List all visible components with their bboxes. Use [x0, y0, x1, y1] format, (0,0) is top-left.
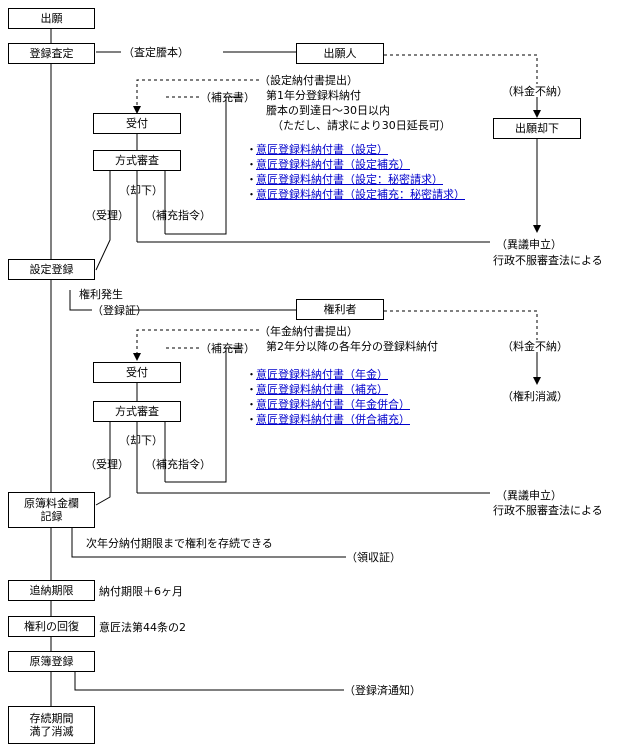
settei-nofu-line3: （ただし、請求により30日延長可）	[272, 119, 451, 132]
nenkin-nofu-title: （年金納付書提出）	[259, 325, 358, 338]
satei-tohon-label: （査定謄本）	[123, 46, 189, 59]
settei-nofu-title: （設定納付書提出）	[259, 74, 358, 87]
kenri-shometsu-label: （権利消滅）	[502, 390, 568, 403]
ryoshusho-label: （領収証）	[346, 551, 401, 564]
igi-moushitate2-label: （異議申立）	[496, 489, 562, 502]
kenri-hassei-label: 権利発生	[79, 288, 123, 301]
shutsuganin-box: 出願人	[296, 43, 384, 64]
kyakka2-label: （却下）	[119, 434, 163, 447]
juri2-label: （受理）	[85, 458, 129, 471]
toroku-satei-box: 登録査定	[8, 43, 95, 64]
link-nofusho-heigo-hoju[interactable]: 意匠登録料納付書（併合補充）	[256, 413, 410, 426]
juri1-label: （受理）	[85, 209, 129, 222]
link-nofusho-settei-hoju[interactable]: 意匠登録料納付書（設定補充）	[256, 158, 410, 171]
uketsuke1-box: 受付	[93, 113, 181, 134]
jinen-kigen-label: 次年分納付期限まで権利を存続できる	[86, 537, 273, 550]
kyakka1-label: （却下）	[119, 184, 163, 197]
link-nofusho-settei-himitsu[interactable]: 意匠登録料納付書（設定：秘密請求）	[256, 173, 443, 186]
ryokin-funo2-label: （料金不納）	[502, 340, 568, 353]
ishoho-44-label: 意匠法第44条の2	[99, 621, 186, 634]
igi-moushitate1-label: （異議申立）	[496, 238, 562, 251]
link-nofusho-hoju[interactable]: 意匠登録料納付書（補充）	[256, 383, 388, 396]
hoju-shirei1-label: （補充指令）	[145, 209, 211, 222]
tsuno-kigen-box: 追納期限	[8, 580, 95, 601]
shutsugan-box: 出願	[8, 8, 95, 29]
link-nofusho-settei[interactable]: 意匠登録料納付書（設定）	[256, 143, 388, 156]
settei-nofu-line2: 謄本の到達日～30日以内	[266, 104, 390, 117]
kenrisha-box: 権利者	[296, 299, 384, 320]
settei-toroku-box: 設定登録	[8, 259, 95, 280]
ryokin-funo2-line	[384, 311, 537, 340]
juri2-to-genbo	[96, 480, 110, 505]
link-nofusho-nenkin[interactable]: 意匠登録料納付書（年金）	[256, 368, 388, 381]
hoju-shirei2-label: （補充指令）	[145, 458, 211, 471]
sonzoku-manryo-box: 存続期間 満了消滅	[8, 706, 95, 744]
link-nofusho-settei-hoju-himitsu[interactable]: 意匠登録料納付書（設定補充：秘密請求）	[256, 188, 465, 201]
toroku-tsuchi-label: （登録済通知）	[344, 684, 421, 697]
hojusho1-label: （補充書）	[200, 91, 255, 104]
hoshiki-shinsa2-box: 方式審査	[93, 401, 181, 422]
toroku-tsuchi-line	[75, 672, 344, 690]
hoshiki-shinsa1-box: 方式審査	[93, 150, 181, 171]
uketsuke2-box: 受付	[93, 362, 181, 383]
settei-nofu-line1: 第1年分登録料納付	[266, 89, 361, 102]
hojusho2-label: （補充書）	[200, 342, 255, 355]
kenri-kaifuku-box: 権利の回復	[8, 616, 95, 637]
link-nofusho-nenkin-heigo[interactable]: 意匠登録料納付書（年金併合）	[256, 398, 410, 411]
gyosei-fufuku1-label: 行政不服審査法による	[493, 254, 603, 267]
ryokin-funo1-label: （料金不納）	[502, 85, 568, 98]
genbo-toroku-box: 原簿登録	[8, 651, 95, 672]
nenkin-nofu-line1: 第2年分以降の各年分の登録料納付	[266, 340, 438, 353]
gyosei-fufuku2-label: 行政不服審査法による	[493, 504, 603, 517]
ryokin-funo1-line	[384, 55, 537, 84]
shutsugan-kyakka-box: 出願却下	[493, 118, 581, 139]
torokusho-label: （登録証）	[92, 304, 147, 317]
nofu-kigen-label: 納付期限＋6ヶ月	[99, 585, 183, 598]
genbo-ryokin-box: 原簿料金欄 記録	[8, 492, 95, 528]
juri1-to-settei	[96, 222, 110, 270]
